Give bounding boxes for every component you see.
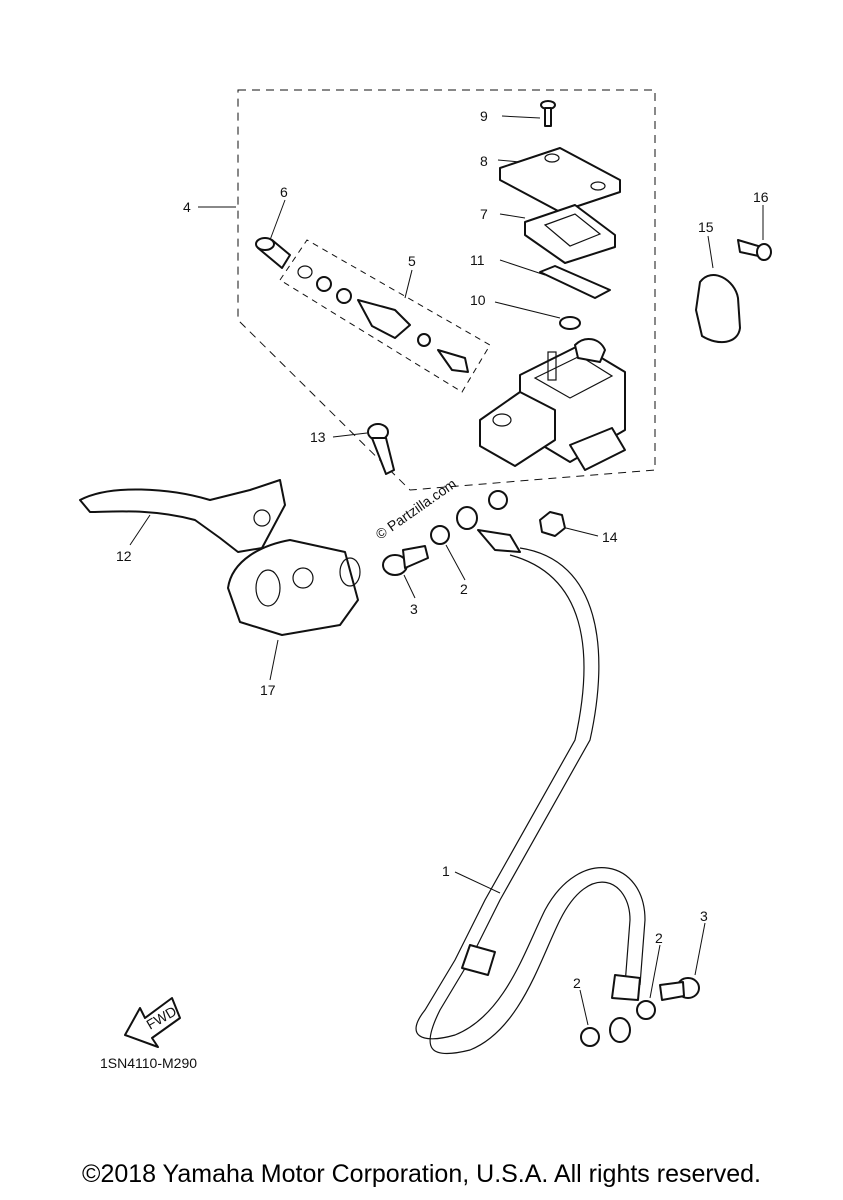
part-label-11: 11: [470, 252, 485, 268]
banjo-bolt-part-3-upper[interactable]: [382, 545, 429, 576]
plate-part-11[interactable]: [539, 265, 611, 299]
part-label-13: 13: [310, 429, 326, 445]
screw-part-9[interactable]: [540, 100, 556, 127]
part-label-14: 14: [602, 529, 618, 545]
boot-part-6[interactable]: [255, 237, 291, 269]
part-label-2: 2: [573, 975, 581, 991]
part-label-16: 16: [753, 189, 769, 205]
part-label-2: 2: [460, 581, 468, 597]
washer-part-2-lower-left[interactable]: [580, 1027, 600, 1047]
clamp-part-15[interactable]: [695, 274, 741, 344]
reservoir-cap-part-8[interactable]: [499, 147, 621, 213]
cover-part-17[interactable]: [227, 539, 361, 636]
copyright-footer: ©2018 Yamaha Motor Corporation, U.S.A. A…: [82, 1160, 761, 1188]
part-label-9: 9: [480, 108, 488, 124]
part-label-15: 15: [698, 219, 714, 235]
fwd-arrow-icon: FWD: [124, 997, 181, 1048]
part-label-1: 1: [442, 863, 450, 879]
brake-hose-part-1[interactable]: [415, 506, 646, 1055]
part-label-3: 3: [700, 908, 708, 924]
washer-part-2-upper[interactable]: [430, 525, 450, 545]
leader-lines: [129, 115, 764, 1026]
banjo-bolt-part-3-lower[interactable]: [659, 977, 700, 1001]
ring-part-10[interactable]: [559, 316, 581, 330]
kit-5-boundary: [279, 239, 491, 393]
part-label-3: 3: [410, 601, 418, 617]
part-label-10: 10: [470, 292, 486, 308]
nut-part-14[interactable]: [539, 511, 566, 537]
part-label-8: 8: [480, 153, 488, 169]
washer-part-2-mid[interactable]: [488, 490, 508, 510]
master-cylinder-body[interactable]: [479, 338, 626, 471]
part-labels: 1 2 2 2 3 3 4 5 6 7 8 9 10 11 12 13 14 1…: [116, 108, 769, 991]
part-label-2: 2: [655, 930, 663, 946]
part-label-7: 7: [480, 206, 488, 222]
part-label-4: 4: [183, 199, 191, 215]
diaphragm-part-7[interactable]: [524, 204, 616, 264]
part-label-5: 5: [408, 253, 416, 269]
part-label-6: 6: [280, 184, 288, 200]
part-label-12: 12: [116, 548, 132, 564]
pivot-bolt-part-13[interactable]: [367, 423, 395, 475]
bolt-part-16[interactable]: [737, 239, 772, 261]
lever-part-12[interactable]: [79, 479, 286, 553]
assembly-4-boundary: [237, 89, 656, 491]
part-label-17: 17: [260, 682, 276, 698]
diagram-code: 1SN4110-M290: [100, 1055, 197, 1071]
washer-part-2-lower-right[interactable]: [636, 1000, 656, 1020]
piston-kit-part-5[interactable]: [297, 265, 469, 373]
